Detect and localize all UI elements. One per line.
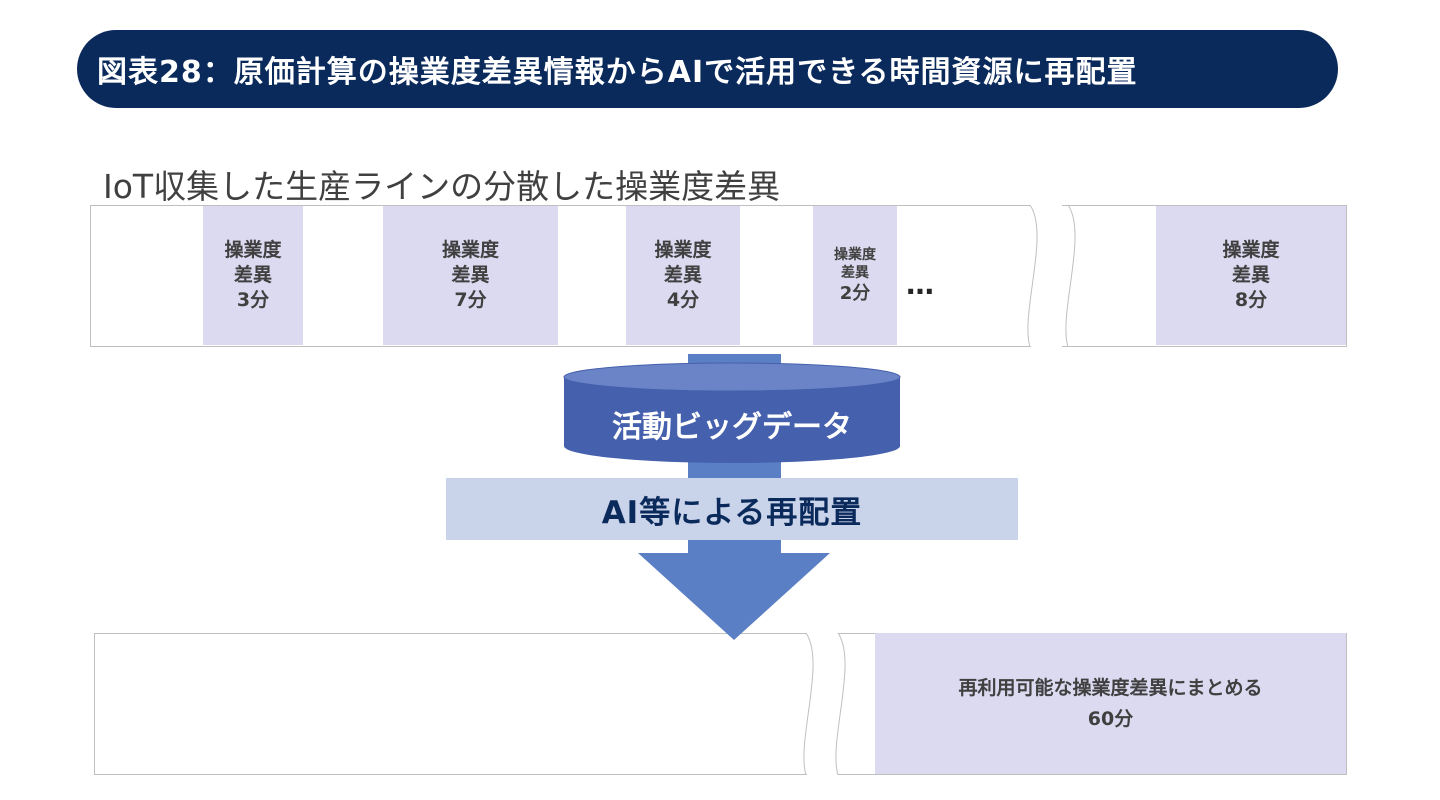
reallocation-bar: AI等による再配置 [446, 478, 1018, 540]
database-cylinder: 活動ビッグデータ [563, 362, 901, 464]
timeline-break-bottom [803, 632, 846, 776]
figure-title: 図表28：原価計算の操業度差異情報からAIで活用できる時間資源に再配置 [97, 55, 1138, 90]
database-label: 活動ビッグデータ [612, 410, 852, 445]
down-arrow-icon [638, 553, 830, 640]
result-value: 60分 [1087, 707, 1134, 730]
timeline-bottom-left [94, 633, 807, 775]
timeline-break-top [1027, 204, 1076, 348]
ellipsis: … [906, 268, 934, 301]
result-cell: 再利用可能な操業度差異にまとめる 60分 [875, 633, 1346, 774]
section-subtitle: IoT収集した生産ラインの分散した操業度差異 [103, 167, 781, 206]
title-banner: 図表28：原価計算の操業度差異情報からAIで活用できる時間資源に再配置 [77, 30, 1338, 108]
arrow-stem-lower [688, 540, 781, 555]
database-icon [563, 362, 901, 463]
result-description: 再利用可能な操業度差異にまとめる [958, 677, 1263, 700]
